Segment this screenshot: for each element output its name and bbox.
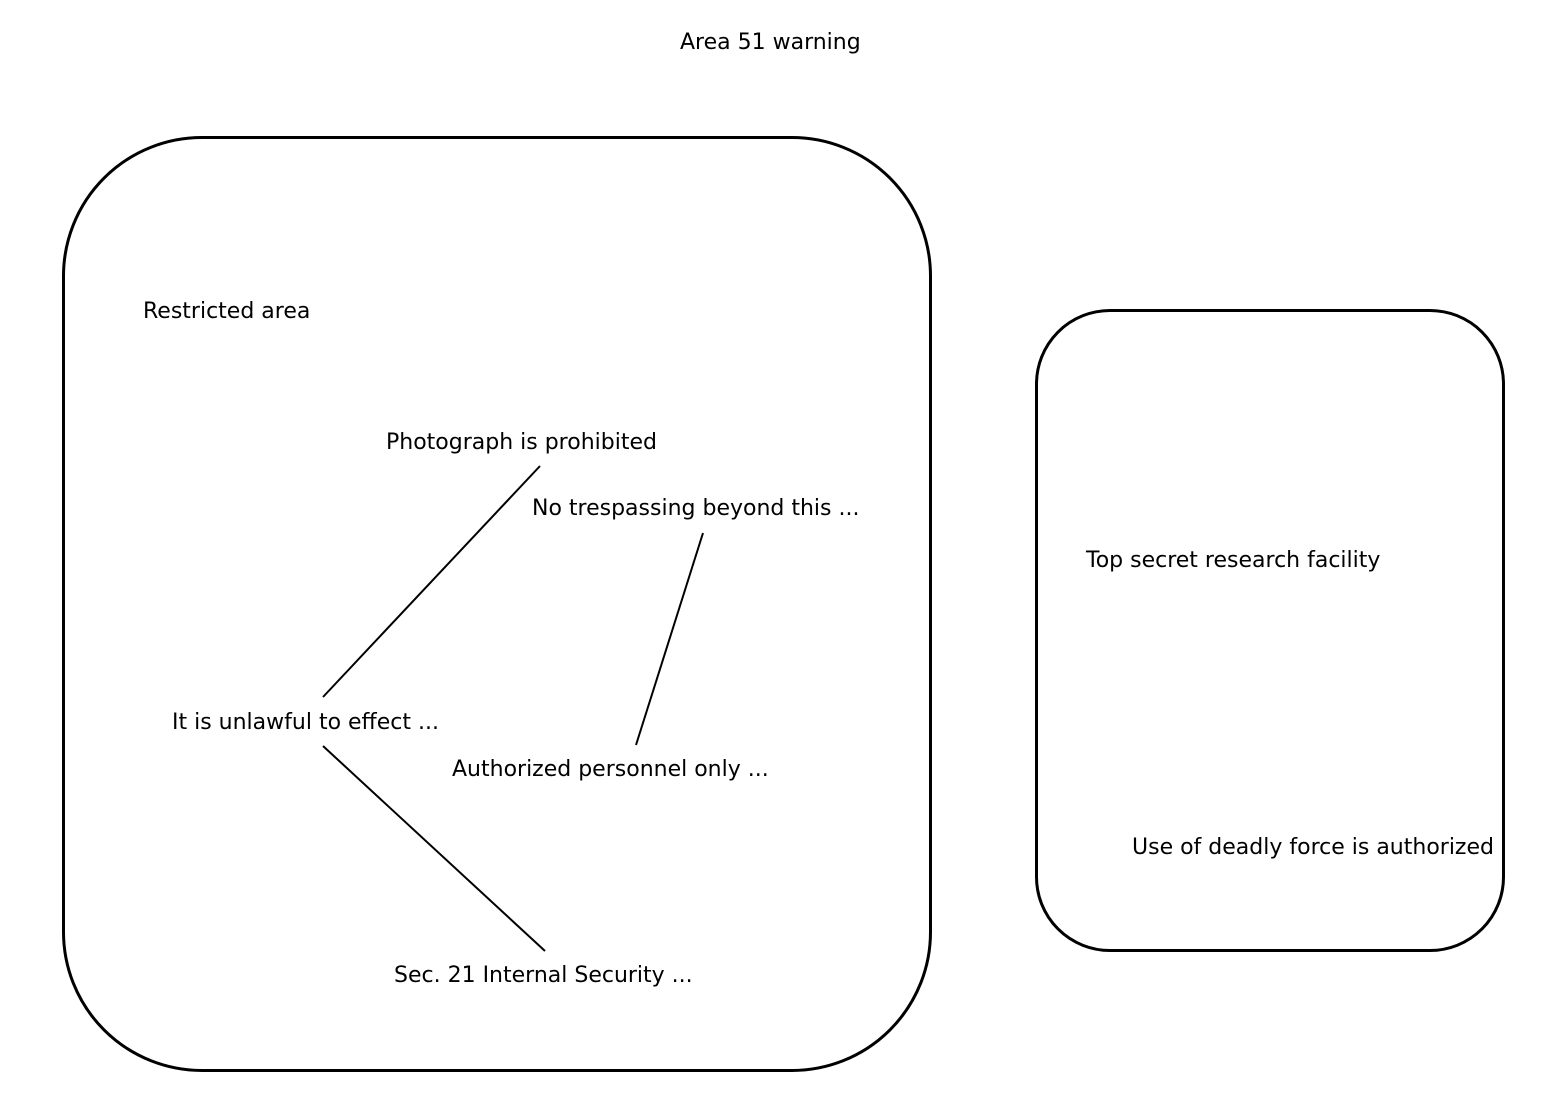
node-unlawful-to-effect: It is unlawful to effect ... xyxy=(172,710,439,735)
node-deadly-force: Use of deadly force is authorized xyxy=(1132,835,1494,860)
node-sec21-internal-security: Sec. 21 Internal Security ... xyxy=(394,963,693,988)
node-authorized-personnel: Authorized personnel only ... xyxy=(452,757,769,782)
edge-unlawful-to-photograph xyxy=(322,465,541,698)
top-secret-label: Top secret research facility xyxy=(1086,548,1381,573)
diagram-title: Area 51 warning xyxy=(680,30,861,55)
node-no-trespassing: No trespassing beyond this ... xyxy=(532,496,860,521)
node-photograph-prohibited: Photograph is prohibited xyxy=(386,430,657,455)
edge-unlawful-to-sec21 xyxy=(322,745,546,952)
restricted-area-label: Restricted area xyxy=(143,299,311,324)
restricted-area-box xyxy=(62,136,932,1072)
edge-authorized-to-no-trespassing xyxy=(635,532,704,746)
top-secret-box xyxy=(1035,309,1505,952)
